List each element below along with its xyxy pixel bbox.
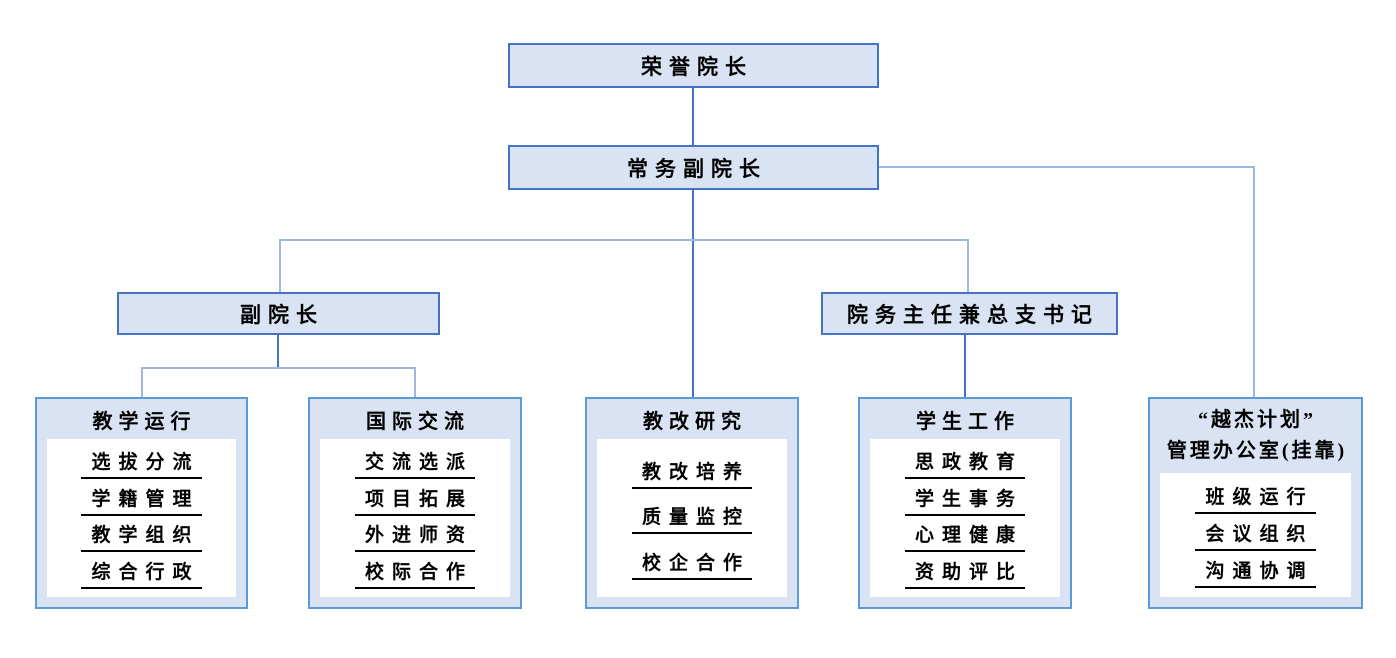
dept-panel: 思政教育 学生事务 心理健康 资助评比 <box>870 439 1060 597</box>
connector-executive-to-yuejie-horizontal <box>879 166 1255 168</box>
connector-vice-dean-stem <box>277 335 279 368</box>
dept-panel: 交流选派 项目拓展 外进师资 校际合作 <box>320 439 510 597</box>
node-honorary-dean-label: 荣誉院长 <box>641 54 753 79</box>
dept-title: “越杰计划” 管理办公室(挂靠) <box>1160 399 1351 473</box>
dept-student-affairs: 学生工作 思政教育 学生事务 心理健康 资助评比 <box>858 397 1072 609</box>
dept-title: 教学运行 <box>92 410 197 433</box>
node-vice-dean-label: 副院长 <box>240 302 324 327</box>
dept-item: 校企合作 <box>631 548 752 580</box>
dept-item: 教改培养 <box>631 457 752 489</box>
dept-item: 班级运行 <box>1195 482 1316 514</box>
node-executive-vice-dean-label: 常务副院长 <box>627 156 767 181</box>
dept-panel: 教改培养 质量监控 校企合作 <box>597 439 787 597</box>
dept-item: 教学组织 <box>81 520 202 553</box>
connector-level3-horizontal <box>279 239 969 241</box>
connector-drop-international <box>414 367 416 397</box>
dept-title: 学生工作 <box>916 410 1020 433</box>
dept-title: 国际交流 <box>366 410 470 433</box>
node-honorary-dean: 荣誉院长 <box>508 43 879 88</box>
connector-director-to-student <box>964 335 966 397</box>
dept-item: 沟通协调 <box>1195 556 1316 588</box>
dept-item: 学生事务 <box>904 484 1025 516</box>
dept-education-reform: 教改研究 教改培养 质量监控 校企合作 <box>585 397 799 609</box>
node-office-director: 院务主任兼总支书记 <box>821 292 1118 335</box>
dept-panel: 班级运行 会议组织 沟通协调 <box>1160 473 1351 597</box>
connector-drop-yuejie <box>1253 166 1255 397</box>
dept-item: 校际合作 <box>354 557 475 589</box>
dept-item: 综合行政 <box>81 557 202 589</box>
node-office-director-label: 院务主任兼总支书记 <box>847 302 1099 327</box>
connector-drop-teaching <box>141 367 143 397</box>
dept-item: 质量监控 <box>631 502 752 534</box>
node-vice-dean: 副院长 <box>117 292 440 335</box>
connector-drop-office-director <box>967 239 969 292</box>
connector-honorary-to-executive <box>692 88 694 145</box>
dept-item: 会议组织 <box>1195 519 1316 551</box>
node-executive-vice-dean: 常务副院长 <box>508 145 879 190</box>
dept-item: 外进师资 <box>354 520 475 553</box>
dept-item: 思政教育 <box>904 447 1025 480</box>
dept-item: 资助评比 <box>904 557 1025 589</box>
dept-teaching-operations: 教学运行 选拔分流 学籍管理 教学组织 综合行政 <box>35 397 248 609</box>
dept-international-exchange: 国际交流 交流选派 项目拓展 外进师资 校际合作 <box>308 397 522 609</box>
dept-item: 项目拓展 <box>354 484 475 516</box>
connector-drop-vice-dean <box>279 239 281 292</box>
dept-title-line1: “越杰计划” <box>1198 409 1316 431</box>
dept-item: 学籍管理 <box>81 484 202 516</box>
connector-vice-dean-horizontal <box>141 367 416 369</box>
dept-item: 选拔分流 <box>81 447 202 480</box>
dept-yuejie-program-office: “越杰计划” 管理办公室(挂靠) 班级运行 会议组织 沟通协调 <box>1148 397 1363 609</box>
dept-title-line2: 管理办公室(挂靠) <box>1166 440 1348 462</box>
connector-executive-to-reform <box>692 190 694 397</box>
dept-item: 心理健康 <box>904 520 1025 553</box>
dept-item: 交流选派 <box>354 447 475 480</box>
dept-panel: 选拔分流 学籍管理 教学组织 综合行政 <box>47 439 236 597</box>
dept-title: 教改研究 <box>643 410 747 433</box>
